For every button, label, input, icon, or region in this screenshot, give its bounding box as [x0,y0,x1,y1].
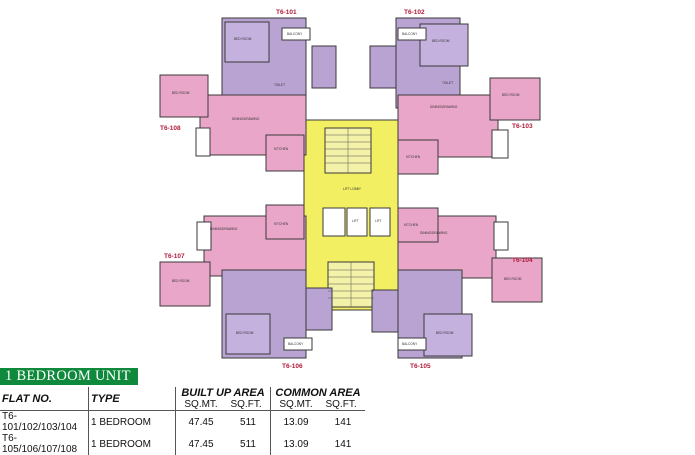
room-bed-101: BED ROOM [234,37,252,41]
room-toilet-101: TOILET [274,83,285,87]
unit-103-balcony [491,129,509,159]
header-common-sqft: SQ.FT. [325,399,357,410]
room-dining-107: DINING/DRAWING [210,227,238,231]
unit-108-bed [159,74,209,118]
room-bed-108: BED ROOM [172,91,190,95]
header-common-label: COMMON AREA [275,387,361,399]
table-row: T6-105/106/107/108 1 BEDROOM 47.45 511 1… [0,433,365,455]
label-t6-105: T6-105 [410,363,431,370]
room-balcony-102: BALCONY [402,32,418,36]
unit-102-kitchen [369,45,397,89]
unit-107-bed [159,261,211,307]
header-built-up-label: BUILT UP AREA [181,387,265,399]
room-bed-106: BED ROOM [236,331,254,335]
cell-type: 1 BEDROOM [88,433,176,455]
table-header-row: FLAT NO. TYPE BUILT UP AREA SQ.MT. SQ.FT… [0,387,365,411]
label-t6-103: T6-103 [512,123,533,130]
unit-108-balcony [195,127,211,157]
unit-106-balcony [283,337,313,351]
cell-common-sqmt: 13.09 [270,410,321,433]
unit-105-kitchen [371,289,399,333]
cell-flat-no: T6-101/102/103/104 [2,411,78,433]
room-dining-108: DINING/DRAWING [232,117,260,121]
cell-built-sqmt: 47.45 [175,410,226,433]
room-kitchen-103: KITCHEN [406,155,421,159]
header-common: COMMON AREA SQ.MT. SQ.FT. [270,387,365,411]
cell-built-sqmt: 47.45 [175,433,226,455]
header-flat-no: FLAT NO. [0,387,89,411]
unit-104-bed [491,257,543,303]
label-t6-104: T6-104 [512,257,533,264]
room-dining-103: DINING/DRAWING [430,105,458,109]
room-toilet-102: TOILET [442,81,453,85]
table-row: T6-101/102/103/104 1 BEDROOM 47.45 511 1… [0,410,365,433]
cell-common-sqmt: 13.09 [270,433,321,455]
unit-107-balcony [196,221,212,251]
unit-103-kitchen [397,139,439,175]
shaft-left [322,207,346,237]
core-lobby-label: LIFT LOBBY [343,187,362,191]
header-built-up: BUILT UP AREA SQ.MT. SQ.FT. [175,387,271,411]
unit-101-balcony [281,27,311,41]
unit-102-balcony [397,27,427,41]
cell-common-sqft: 141 [334,438,352,450]
label-t6-108: T6-108 [160,125,181,132]
unit-106-kitchen [305,287,333,331]
unit-106-bed [225,313,271,355]
unit-105-balcony [397,337,427,351]
unit-108-kitchen [265,134,305,172]
cell-built-sqft: 511 [240,416,256,428]
floor-plan: T6-101 T6-102 T6-103 T6-104 T6-105 T6-10… [159,9,543,370]
label-t6-106: T6-106 [282,363,303,370]
cell-common-sqft: 141 [334,416,352,428]
room-balcony-106: BALCONY [288,342,304,346]
room-kitchen-107: KITCHEN [274,222,289,226]
room-dining-104: DINING/DRAWING [420,231,448,235]
cell-flat-no: T6-105/106/107/108 [2,433,78,455]
lift-2 [369,207,391,237]
label-t6-102: T6-102 [404,9,425,16]
unit-104-balcony [493,221,509,251]
room-balcony-105: BALCONY [402,342,418,346]
unit-type-banner: 1 BEDROOM UNIT [0,368,138,385]
unit-104-kitchen [397,207,439,243]
unit-107-main [203,215,307,277]
room-bed-105: BED ROOM [436,331,454,335]
room-bed-103: BED ROOM [502,93,520,97]
cell-type: 1 BEDROOM [88,410,176,433]
header-built-sqft: SQ.FT. [230,399,262,410]
room-kitchen-108: KITCHEN [274,147,289,151]
label-t6-107: T6-107 [164,253,185,260]
lift-label-1: LIFT [352,219,359,223]
label-t6-101: T6-101 [276,9,297,16]
unit-101-bed [224,21,270,63]
header-common-sqmt: SQ.MT. [279,399,313,410]
unit-102-bed [419,23,469,67]
header-type: TYPE [88,387,176,411]
lift-1 [346,207,368,237]
unit-103-bed [489,77,541,121]
room-bed-104: BED ROOM [504,277,522,281]
room-balcony-101: BALCONY [287,32,303,36]
room-bed-102: BED ROOM [432,39,450,43]
unit-105-bed [423,313,473,357]
header-built-sqmt: SQ.MT. [184,399,218,410]
cell-built-sqft: 511 [240,438,256,450]
room-kitchen-104: KITCHEN [404,223,419,227]
lift-label-2: LIFT [375,219,382,223]
area-table: FLAT NO. TYPE BUILT UP AREA SQ.MT. SQ.FT… [0,387,365,455]
unit-107-kitchen [265,204,305,240]
unit-101-kitchen [311,45,337,89]
room-bed-107: BED ROOM [172,279,190,283]
